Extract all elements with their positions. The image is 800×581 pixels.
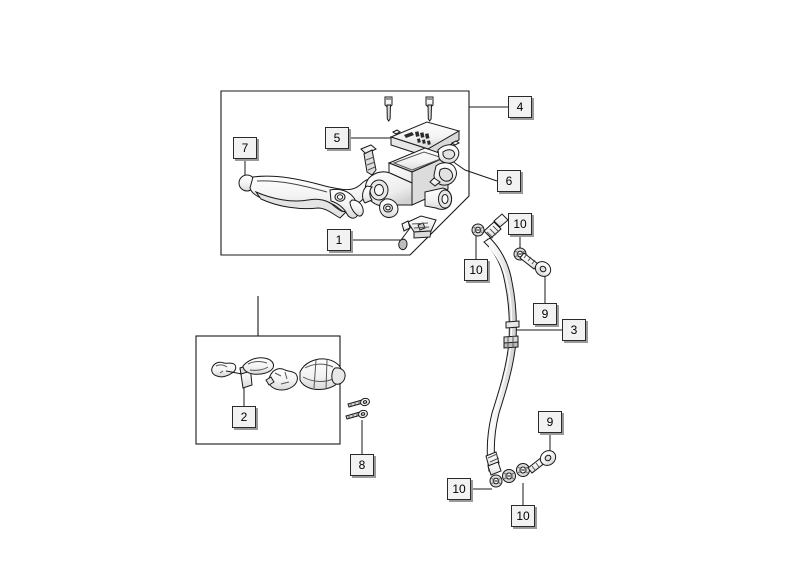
brake-pad-plate — [242, 357, 274, 375]
bolt-head — [360, 144, 377, 155]
cap-screw-boss-right — [451, 140, 460, 146]
callout-3-label: 3 — [570, 323, 578, 337]
cap-screw-left — [384, 96, 393, 122]
reservoir-cap-screws — [384, 96, 434, 122]
pad-shim — [211, 361, 237, 378]
caliper-bracket-ear — [265, 376, 275, 386]
hose-mid-ferrule — [503, 335, 519, 349]
bolt-threads — [365, 156, 376, 171]
hose-body — [483, 237, 517, 472]
callout-3[interactable]: 3 — [562, 319, 586, 341]
callout-7[interactable]: 7 — [233, 137, 257, 159]
lower-hose-ferrule-rings — [487, 453, 500, 463]
hose-clamp-upper — [437, 144, 460, 164]
callout-10-upper-left[interactable]: 10 — [464, 259, 488, 281]
callout-10-lower-right[interactable]: 10 — [511, 505, 535, 527]
banjo-bolt-upper — [519, 252, 552, 277]
reservoir-cap-part — [389, 121, 461, 158]
hose-clamp-parts — [429, 144, 460, 187]
cylinder-bore-inner — [374, 184, 384, 196]
bolt-shank — [363, 149, 377, 176]
caliper-housing-detail — [302, 359, 334, 390]
upper-banjo-fitting — [471, 213, 552, 277]
retaining-pin-upper — [347, 397, 370, 408]
callout-6-label: 6 — [505, 174, 513, 188]
lever-pivot-ear — [362, 185, 374, 204]
callout-10-lower-right-label: 10 — [516, 509, 530, 523]
caliper-bracket-detail — [274, 371, 290, 385]
callout-5-label: 5 — [333, 131, 341, 145]
leader-6 — [451, 160, 498, 182]
callout-8[interactable]: 8 — [350, 454, 374, 476]
callout-4-label: 4 — [516, 100, 524, 114]
callout-5[interactable]: 5 — [325, 127, 349, 149]
lower-hose-nut — [487, 461, 502, 476]
callout-2[interactable]: 2 — [232, 406, 256, 428]
callout-1-label: 1 — [335, 233, 343, 247]
brake-hose-part — [483, 237, 520, 472]
switch-detail-line — [411, 222, 430, 229]
banjo-bolt-lower — [527, 450, 557, 474]
sealing-washer-lower-right — [516, 463, 530, 477]
brake-pads-frame — [195, 335, 341, 445]
callout-9-lower-label: 9 — [546, 415, 554, 429]
group-frames — [195, 90, 470, 445]
callout-10-lower-left[interactable]: 10 — [447, 478, 471, 500]
caliper-bracket — [268, 368, 298, 391]
reservoir-bolt-part — [360, 144, 377, 176]
upper-hose-ferrule — [483, 221, 502, 239]
brake-light-switch-part — [398, 215, 437, 251]
callout-1[interactable]: 1 — [327, 229, 351, 251]
brake-lever-part — [238, 174, 376, 219]
hose-clamp-lower — [429, 162, 457, 187]
callout-10-upper-right-label: 10 — [513, 217, 527, 231]
switch-body-side — [413, 230, 432, 239]
cap-screw-boss-left — [392, 129, 401, 135]
callout-9-upper[interactable]: 9 — [533, 303, 557, 325]
callout-10-upper-right[interactable]: 10 — [508, 213, 532, 235]
sealing-washer-upper-left — [471, 223, 485, 237]
lever-edge-line — [256, 180, 328, 193]
callout-8-label: 8 — [358, 458, 366, 472]
hose-highlight — [488, 246, 513, 413]
pad-retaining-pins-part — [345, 397, 370, 420]
outlet-port-hole — [441, 194, 449, 204]
lever-tip-hook — [349, 199, 364, 217]
clamp-bolt-hole-inner — [385, 205, 391, 211]
hose-mid-collar — [505, 320, 520, 329]
callout-4[interactable]: 4 — [508, 96, 532, 118]
brake-pad-plate-detail — [247, 361, 269, 371]
switch-wire-nub — [398, 238, 408, 251]
lower-banjo-fitting — [485, 450, 557, 488]
callout-10-lower-left-label: 10 — [452, 482, 466, 496]
lever-underside-shade — [254, 190, 348, 219]
callout-9-upper-label: 9 — [541, 307, 549, 321]
lever-pivot-hole-inner — [336, 194, 344, 200]
master-cylinder-assembly-frame — [220, 90, 470, 256]
cap-screw-right — [425, 96, 434, 122]
callout-10-upper-left-label: 10 — [469, 263, 483, 277]
caliper-housing-lobe — [331, 367, 346, 385]
switch-connector — [401, 220, 411, 232]
sealing-washer-lower-left — [489, 474, 503, 488]
retaining-pin-lower — [345, 409, 368, 420]
sealing-washer-lower-mid — [502, 469, 516, 483]
cap-warning-graphic — [404, 131, 431, 145]
callout-9-lower[interactable]: 9 — [538, 411, 562, 433]
callout-2-label: 2 — [240, 410, 248, 424]
callout-7-label: 7 — [241, 141, 249, 155]
brake-pad-set-part — [211, 357, 346, 391]
callout-6[interactable]: 6 — [497, 170, 521, 192]
upper-hose-ferrule-rings — [486, 225, 500, 239]
pad-shim-detail — [215, 364, 228, 374]
pad-connector-line — [225, 370, 243, 375]
